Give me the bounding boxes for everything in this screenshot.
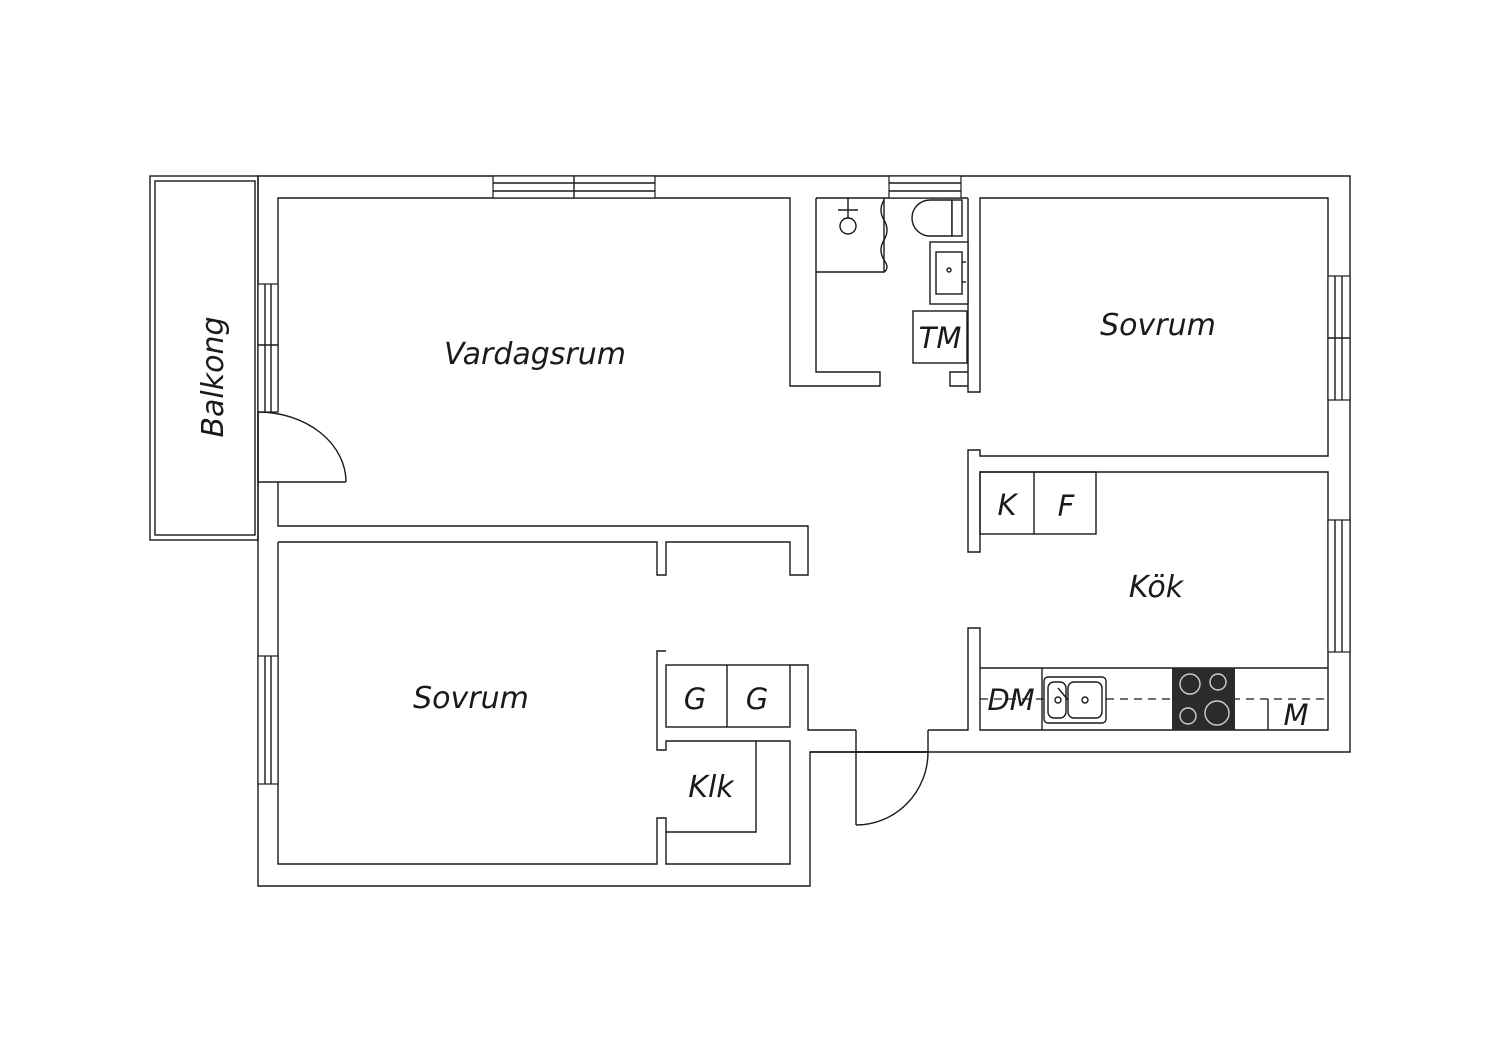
room-label-bedroom-1: Sovrum [1100,308,1216,343]
room-label-living-room: Vardagsrum [444,337,626,372]
fixture-label-wardrobe-1: G [684,682,706,716]
sink-icon [929,241,969,305]
fixture-label-freezer: F [1058,489,1076,523]
fixture-label-microwave: M [1283,698,1308,732]
room-label-kitchen: Kök [1129,570,1185,605]
toilet-icon [911,199,963,237]
fixture-label-washing-machine: TM [919,321,962,355]
windows [257,175,1351,785]
outer-walls [257,175,1351,887]
wardrobes [665,664,791,728]
fixture-label-refrigerator: K [997,488,1018,522]
bathroom-fixtures [816,198,969,364]
room-label-balcony: Balkong [196,316,231,437]
kitchen-sink-icon [1043,676,1107,724]
doors [257,411,929,826]
room-label-bedroom-2: Sovrum [413,681,529,716]
kitchen-fixtures [979,471,1328,730]
stove-icon [1172,668,1235,730]
fixture-label-wardrobe-2: G [746,682,768,716]
room-label-closet: Klk [688,770,735,805]
fixture-label-dishwasher: DM [987,683,1034,717]
washing-machine-box [912,310,968,364]
